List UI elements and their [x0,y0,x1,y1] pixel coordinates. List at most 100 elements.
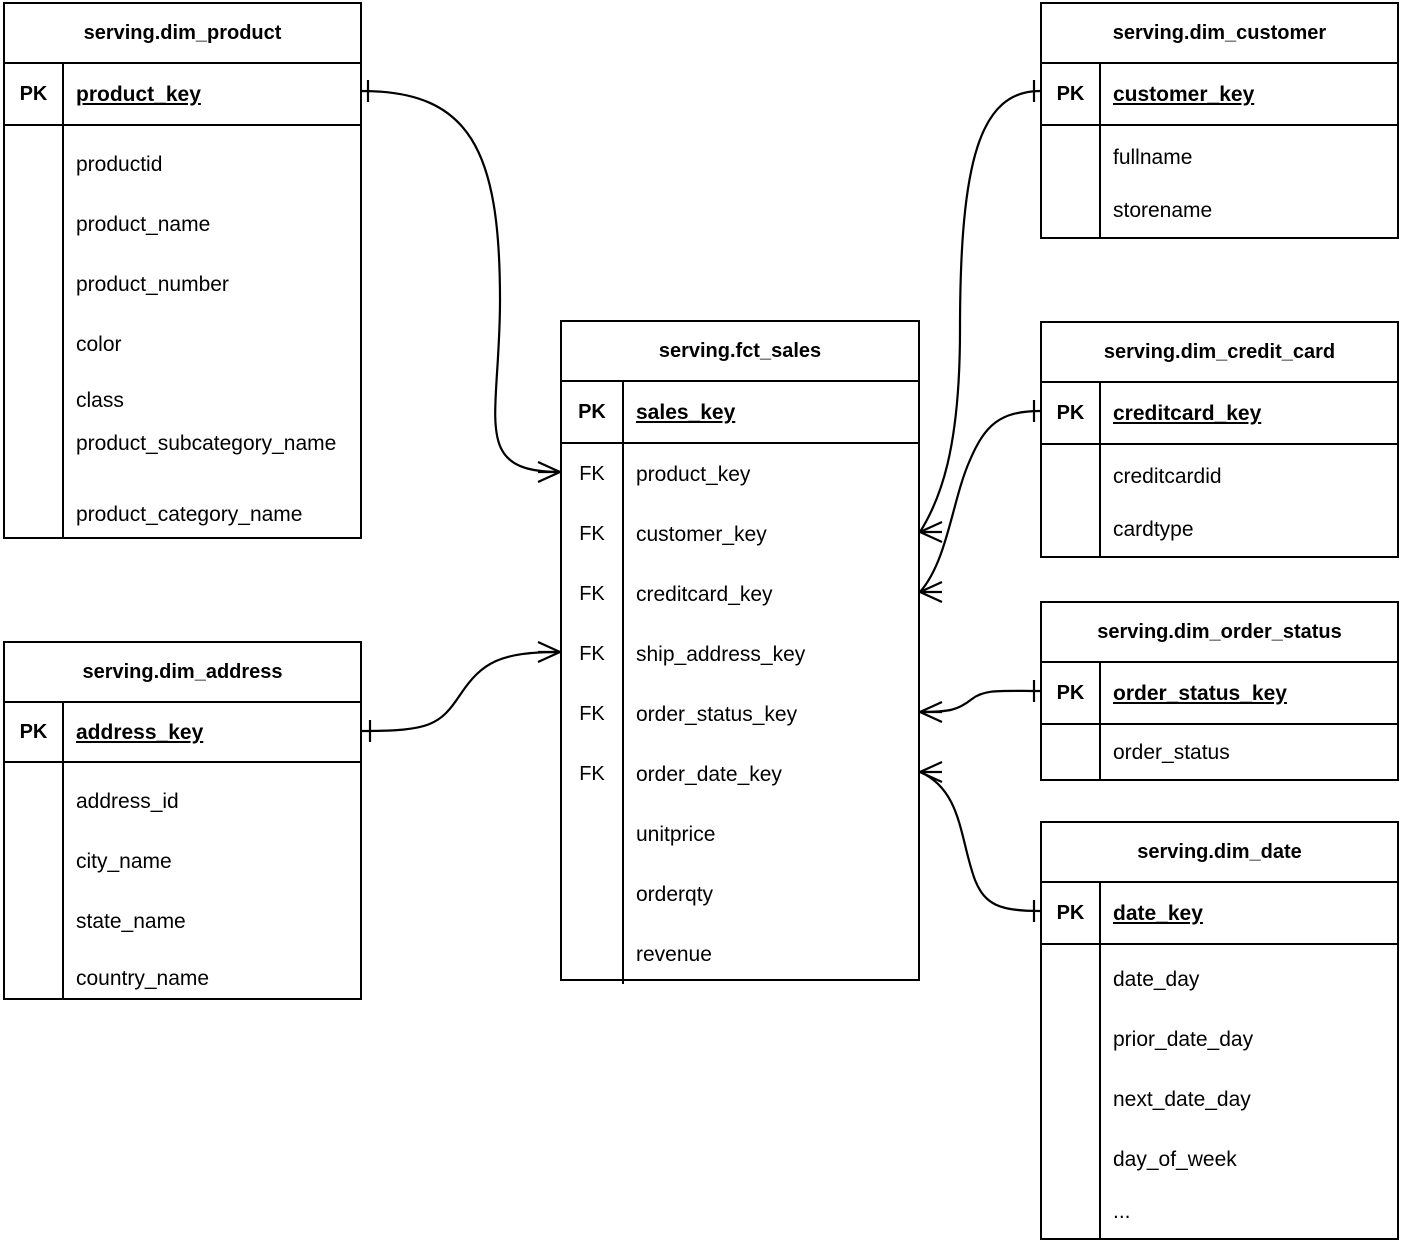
attribute-list-dim-date: date_day prior_date_day next_date_day da… [1101,945,1397,1238]
attribute-list-dim-order-status: order_status [1101,725,1397,779]
attribute-item: order_status [1113,740,1230,764]
crow-foot-address [537,640,561,664]
entity-title-dim-credit-card: serving.dim_credit_card [1042,323,1397,383]
attribute-item: country_name [76,967,210,990]
fk-key-label: FK [562,564,624,624]
attribute-block-dim-order-status: order_status [1042,725,1397,779]
column-name: revenue [636,942,712,966]
entity-dim-credit-card[interactable]: serving.dim_credit_card PK creditcard_ke… [1040,321,1399,558]
crow-foot-order-status [919,700,943,724]
attribute-block-dim-product: productid product_name product_number co… [5,126,360,537]
column-row: FK ship_address_key [562,624,918,684]
attribute-key-column [1042,725,1101,779]
relationship-order-status [919,680,1041,724]
entity-dim-order-status[interactable]: serving.dim_order_status PK order_status… [1040,601,1399,781]
column-row: FK order_status_key [562,684,918,744]
entity-title-dim-product: serving.dim_product [5,4,360,64]
fk-key-label: FK [562,504,624,564]
attribute-item: state_name [76,909,186,933]
pk-key-label: PK [1042,883,1101,943]
attribute-list-dim-customer: fullname storename [1101,126,1397,237]
column-list-fct-sales: FK product_key FK customer_key FK credit… [562,444,918,984]
attribute-item: product_number [76,272,229,296]
attribute-item: fullname [1113,146,1193,169]
pk-column-name: order_status_key [1113,681,1287,705]
attribute-item: product_subcategory_name [76,432,337,455]
attribute-item: class [76,388,124,412]
entity-title-dim-order-status: serving.dim_order_status [1042,603,1397,663]
attribute-item: date_day [1113,967,1200,991]
pk-column-name: date_key [1113,901,1203,925]
pk-row-dim-address: PK address_key [5,703,360,763]
crow-foot-customer [919,520,943,544]
entity-title-dim-customer: serving.dim_customer [1042,4,1397,64]
pk-key-label: PK [1042,663,1101,723]
column-name: orderqty [636,882,714,906]
attribute-item: city_name [76,849,172,873]
fk-key-label: FK [562,684,624,744]
attribute-block-dim-date: date_day prior_date_day next_date_day da… [1042,945,1397,1238]
relationship-date [919,760,1041,922]
column-name: product_key [636,462,751,486]
attribute-item: product_name [76,212,211,236]
column-row: FK creditcard_key [562,564,918,624]
entity-title-fct-sales: serving.fct_sales [562,322,918,382]
column-row: FK customer_key [562,504,918,564]
pk-row-fct-sales: PK sales_key [562,382,918,444]
fk-key-label [562,804,624,864]
column-name: order_status_key [636,702,798,726]
pk-key-label: PK [5,64,64,124]
attribute-key-column [5,763,64,998]
pk-row-dim-date: PK date_key [1042,883,1397,945]
column-row: unitprice [562,804,918,864]
pk-column-name: creditcard_key [1113,401,1262,425]
pk-column-name: product_key [76,82,201,106]
attribute-key-column [5,126,64,537]
fk-key-label [562,864,624,924]
entity-dim-customer[interactable]: serving.dim_customer PK customer_key ful… [1040,2,1399,239]
pk-row-dim-credit-card: PK creditcard_key [1042,383,1397,445]
attribute-key-column [1042,945,1101,1238]
relationship-product [361,80,561,484]
attribute-item-ellipsis: ... [1113,1200,1131,1223]
attribute-item: product_category_name [76,502,303,526]
relationship-address [361,640,561,742]
entity-dim-address[interactable]: serving.dim_address PK address_key addre… [3,641,362,1000]
fk-key-label: FK [562,444,624,504]
entity-dim-product[interactable]: serving.dim_product PK product_key produ… [3,2,362,539]
entity-fct-sales[interactable]: serving.fct_sales PK sales_key FK produc… [560,320,920,984]
pk-key-label: PK [1042,64,1101,124]
column-row: FK product_key [562,444,918,504]
attribute-item: color [76,332,122,356]
pk-column-name: sales_key [636,400,736,424]
entity-title-dim-address: serving.dim_address [5,643,360,703]
crow-foot-creditcard [919,580,943,604]
pk-column-name: address_key [76,720,204,744]
column-name: unitprice [636,822,716,846]
entity-title-dim-date: serving.dim_date [1042,823,1397,883]
column-name: ship_address_key [636,642,806,666]
attribute-block-dim-customer: fullname storename [1042,126,1397,237]
fk-key-label: FK [562,624,624,684]
pk-key-label: PK [1042,383,1101,443]
attribute-item: cardtype [1113,517,1194,541]
column-row: FK order_date_key [562,744,918,804]
fk-key-label [562,924,624,984]
attribute-item: creditcardid [1113,465,1222,488]
pk-key-label: PK [562,382,624,442]
column-row: orderqty [562,864,918,924]
fk-key-label: FK [562,744,624,804]
column-row: revenue [562,924,918,984]
attribute-item: day_of_week [1113,1147,1237,1171]
column-name: customer_key [636,522,767,546]
entity-dim-date[interactable]: serving.dim_date PK date_key date_day pr… [1040,821,1399,1240]
attribute-list-dim-credit-card: creditcardid cardtype [1101,445,1397,556]
pk-row-dim-customer: PK customer_key [1042,64,1397,126]
crow-foot-product [537,460,561,484]
attribute-block-dim-credit-card: creditcardid cardtype [1042,445,1397,556]
pk-row-dim-product: PK product_key [5,64,360,126]
attribute-item: storename [1113,198,1213,222]
column-name: creditcard_key [636,582,773,606]
relationship-creditcard [919,400,1041,604]
